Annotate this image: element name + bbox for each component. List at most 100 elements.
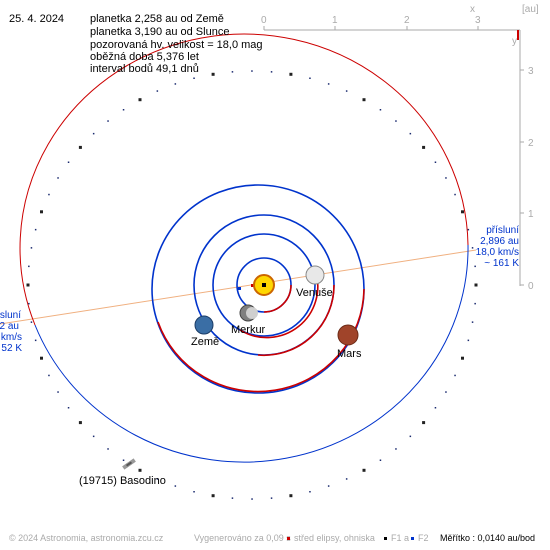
orbit-point xyxy=(78,145,82,149)
perihelion-left-temperature: 52 K xyxy=(1,343,22,354)
orbit-point xyxy=(107,120,109,122)
orbit-point xyxy=(309,491,311,493)
orbit-point xyxy=(379,459,382,461)
orbit-point xyxy=(461,356,464,360)
orbit-point xyxy=(122,109,125,111)
orbit-point xyxy=(174,485,177,487)
date: 25. 4. 2024 xyxy=(9,13,65,25)
asteroid-orbit-blue-arc xyxy=(34,244,469,463)
asteroid-orbit-red-arc xyxy=(19,33,469,326)
orbit-point xyxy=(211,72,215,76)
orbit-point xyxy=(454,193,456,196)
orbit-point xyxy=(395,448,397,450)
orbit-point xyxy=(174,83,177,85)
orbit-point xyxy=(48,193,50,196)
x-tick-label-0: 0 xyxy=(261,15,267,26)
orbit-point xyxy=(34,339,37,342)
orbit-point xyxy=(28,302,30,305)
info-line-4: oběžná doba 5,376 let xyxy=(90,51,199,63)
y-axis-label: y xyxy=(512,36,517,47)
axes xyxy=(263,26,524,286)
orbit-point xyxy=(422,145,426,149)
orbit-point xyxy=(409,132,412,135)
orbit-point xyxy=(92,132,95,135)
mercury-orbit-red-arc xyxy=(263,284,292,313)
orbit-point xyxy=(211,494,215,498)
orbit-point xyxy=(471,247,474,249)
orbit-point xyxy=(156,478,159,480)
legend-f2-marker xyxy=(411,537,414,540)
orbit-point xyxy=(67,161,70,163)
orbit-point xyxy=(289,494,293,498)
orbit-point xyxy=(48,374,50,377)
focus-f1-marker xyxy=(262,283,266,287)
orbit-point xyxy=(395,120,397,122)
x-axis-label: x xyxy=(470,4,475,15)
asteroid-label: (19715) Basodino xyxy=(79,475,166,487)
orbit-point xyxy=(467,339,470,342)
orbit-point xyxy=(193,491,195,493)
y-tick-label-1: 1 xyxy=(528,209,534,220)
asteroid-orbit xyxy=(19,33,469,463)
mercury-shadow xyxy=(246,307,258,319)
orbit-point xyxy=(28,265,30,268)
perihelion-left-speed: km/s xyxy=(1,332,22,343)
orbit-point xyxy=(92,435,95,438)
orbit-point xyxy=(26,283,30,287)
orbit-point xyxy=(345,90,348,92)
perihelion-temperature: ~ 161 K xyxy=(484,258,519,269)
orbit-point xyxy=(409,435,412,438)
venus-orbit-red-arc xyxy=(239,269,319,339)
planet-orbits xyxy=(151,184,365,394)
perihelion-left-title: přísluní xyxy=(0,310,21,321)
orbit-point xyxy=(362,98,366,102)
orbit-point xyxy=(270,71,273,73)
orbit-point xyxy=(251,498,253,500)
orbit-point xyxy=(30,247,33,249)
orbit-point xyxy=(122,459,125,461)
generated-time: Vygenerováno za 0,09 s xyxy=(194,533,291,543)
perihelion-left-distance: 2 au xyxy=(0,321,19,332)
orbit-point xyxy=(434,161,437,163)
orbit-point xyxy=(107,448,109,450)
perihelion-speed: 18,0 km/s xyxy=(476,247,519,258)
orbit-point xyxy=(309,77,311,79)
mars-label: Mars xyxy=(337,348,362,360)
earth xyxy=(194,315,214,335)
orbit-point xyxy=(454,374,456,377)
earth-label: Země xyxy=(191,336,219,348)
earth-orbit-red-arc xyxy=(257,284,335,357)
mars-orbit-red-arc xyxy=(157,288,365,393)
venus xyxy=(305,265,325,285)
info-line-5: interval bodů 49,1 dnů xyxy=(90,63,199,75)
x-tick-label-3: 3 xyxy=(475,15,481,26)
info-line-1: planetka 2,258 au od Země xyxy=(90,13,224,25)
orbit-point xyxy=(138,98,142,102)
mercury-label: Merkur xyxy=(231,324,266,336)
orbit-point xyxy=(379,109,382,111)
orbit-point xyxy=(34,228,37,231)
orbit-point xyxy=(474,265,476,268)
perihelion-title: přísluní xyxy=(486,225,519,236)
venus-orbit xyxy=(212,233,316,337)
focus-f2-marker xyxy=(238,287,241,290)
axis-unit: [au] xyxy=(522,4,539,15)
legend-f2: F2 xyxy=(418,533,429,543)
orbit-point xyxy=(40,210,43,214)
legend-f1-marker xyxy=(384,537,387,540)
orbit-point xyxy=(57,391,59,393)
y-tick-label-3: 3 xyxy=(528,66,534,77)
orbit-point xyxy=(434,407,437,409)
orbit-point xyxy=(445,177,447,179)
legend-center-marker xyxy=(287,537,290,540)
info-line-3: pozorovaná hv. velikost = 18,0 mag xyxy=(90,39,263,51)
orbit-point xyxy=(138,468,142,472)
orbit-point xyxy=(327,83,330,85)
orbit-point xyxy=(156,90,159,92)
y-tick-label-0: 0 xyxy=(528,281,534,292)
asteroid-orbit-points xyxy=(26,70,478,500)
copyright-link[interactable]: © 2024 Astronomia, astronomia.zcu.cz xyxy=(9,533,164,543)
orbit-point xyxy=(289,72,293,76)
scale: Měřítko : 0,0140 au/bod xyxy=(440,533,536,543)
